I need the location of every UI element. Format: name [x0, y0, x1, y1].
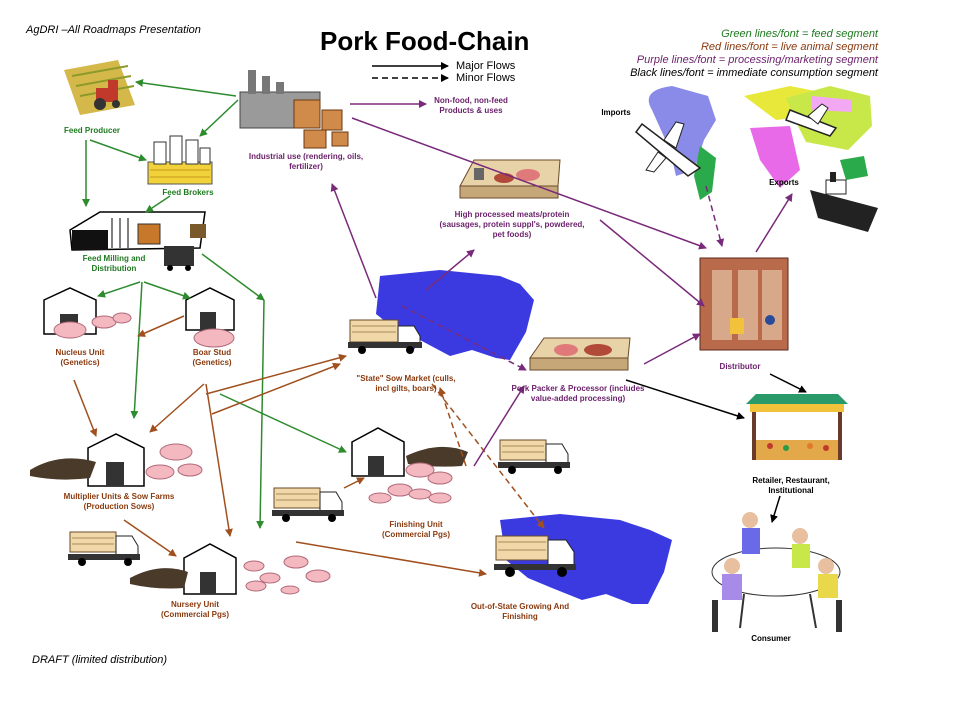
presentation-title: AgDRI –All Roadmaps Presentation: [26, 24, 201, 36]
barn-icon-4: [351, 427, 405, 477]
tractor-icon: [64, 60, 135, 115]
warehouse-icon: [699, 257, 789, 351]
label-finishing-unit: Finishing Unit (Commercial Pgs): [381, 520, 451, 539]
barn-icon-5: [183, 543, 237, 595]
label-imports: Imports: [601, 108, 631, 117]
label-sow-market: "State" Sow Market (culls, incl gilts, b…: [356, 374, 456, 393]
label-nucleus-unit: Nucleus Unit (Genetics): [55, 348, 105, 367]
feed-flows: [82, 79, 347, 529]
airplane-icon: [634, 103, 838, 177]
meat-tray-icon: [459, 159, 561, 199]
truck-icon-4: [68, 531, 140, 566]
live-animal-flows: [73, 315, 545, 577]
label-multiplier: Multiplier Units & Sow Farms (Production…: [63, 492, 175, 511]
label-industrial-use: Industrial use (rendering, oils, fertili…: [248, 152, 364, 171]
label-pork-packer: Pork Packer & Processor (includes value-…: [511, 384, 645, 403]
label-high-processed: High processed meats/protein (sausages, …: [439, 210, 585, 239]
ship-icon: [810, 172, 878, 232]
key-processing: Purple lines/font = processing/marketing…: [636, 54, 878, 66]
label-non-food: Non-food, non-feed Products & uses: [434, 96, 508, 115]
footer-note: DRAFT (limited distribution): [32, 654, 168, 666]
page-title: Pork Food-Chain: [320, 26, 530, 56]
key-consumption: Black lines/font = immediate consumption…: [630, 67, 878, 79]
pig-icon: [53, 312, 453, 595]
label-distributor: Distributor: [719, 362, 761, 371]
grain-elevator-icon: [147, 135, 213, 185]
truck-icon: [348, 319, 422, 354]
truck-icon-5: [494, 535, 576, 577]
label-nursery-unit: Nursery Unit (Commercial Pgs): [160, 600, 230, 619]
market-stall-icon: [746, 394, 848, 460]
label-consumer: Consumer: [751, 634, 791, 643]
barn-icon-2: [185, 287, 235, 331]
label-retailer: Retailer, Restaurant, Institutional: [752, 476, 830, 495]
legend-minor: Minor Flows: [456, 72, 516, 84]
barn-icon-3: [87, 433, 145, 487]
legend-lines: [372, 62, 449, 82]
processing-flows: [330, 100, 793, 467]
dining-table-icon: [711, 512, 842, 632]
truck-icon-2: [498, 439, 570, 474]
label-out-of-state: Out-of-State Growing And Finishing: [470, 602, 570, 621]
lagoon-icon-2: [406, 446, 468, 467]
lagoon-icon-3: [130, 568, 188, 589]
key-live: Red lines/font = live animal segment: [700, 41, 878, 53]
label-boar-stud: Boar Stud (Genetics): [192, 348, 232, 367]
legend-major: Major Flows: [456, 60, 516, 72]
key-feed: Green lines/font = feed segment: [721, 28, 878, 40]
meat-tray-icon-2: [529, 337, 631, 371]
label-feed-brokers: Feed Brokers: [162, 188, 214, 197]
truck-icon-3: [272, 487, 344, 522]
label-exports: Exports: [769, 178, 799, 187]
label-feed-producer: Feed Producer: [63, 126, 120, 135]
factory-icon: [239, 70, 349, 149]
feed-mill-icon: [69, 211, 206, 271]
label-feed-milling: Feed Milling and Distribution: [82, 254, 146, 273]
world-map-icon: [648, 86, 872, 200]
lagoon-icon: [30, 458, 96, 480]
consumption-flows: [625, 373, 807, 523]
